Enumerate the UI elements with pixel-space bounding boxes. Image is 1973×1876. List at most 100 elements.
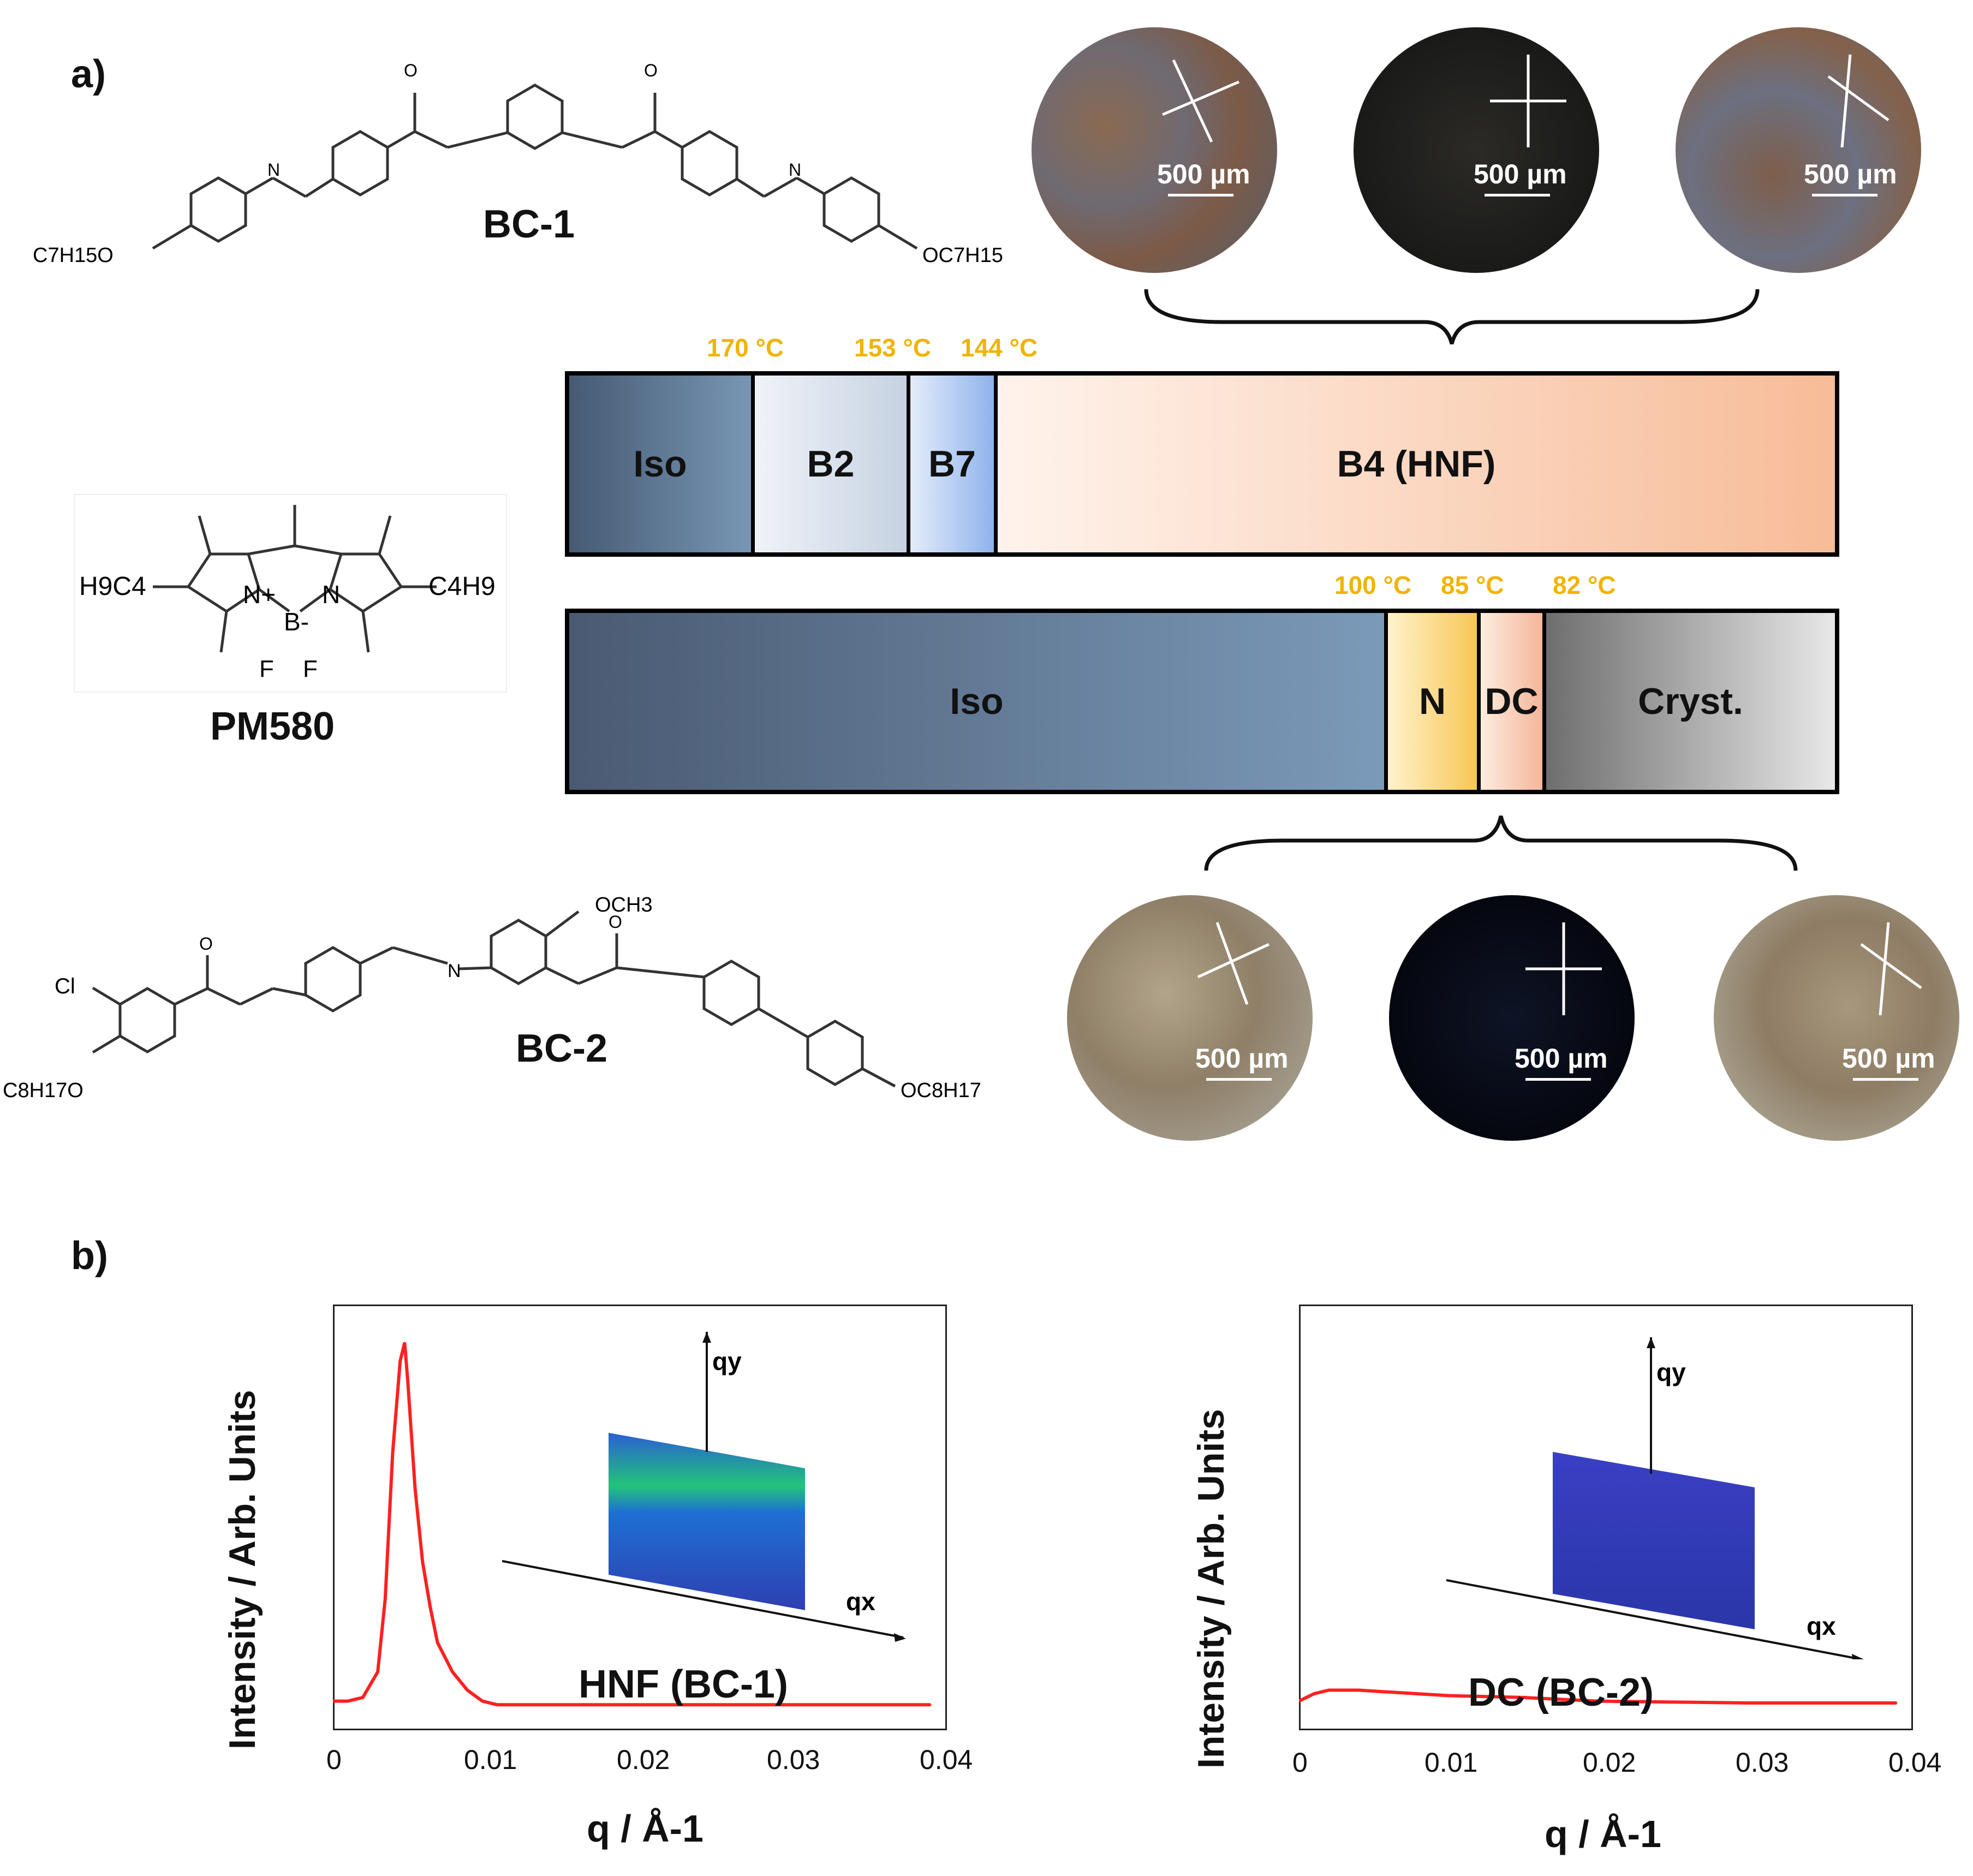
crossed-polarizer-icon: [1827, 54, 1889, 148]
saxs-left-data-point: [403, 1342, 406, 1344]
saxs-left-xlabel: q / Å-1: [587, 1807, 704, 1850]
bc2-scale-bar-1: [1206, 1078, 1272, 1081]
saxs-right-plot-frame: [1299, 1305, 1913, 1730]
bc2-right-chain: OC8H17: [901, 1079, 981, 1102]
crossed-polarizer-icon: [1490, 55, 1566, 147]
saxs-right-data-point: [1895, 1702, 1898, 1704]
crossed-polarizer-icon: [1162, 59, 1239, 143]
saxs-right-qx: qx: [1807, 1612, 1836, 1640]
bc2-seg-iso: Iso: [569, 613, 1388, 790]
pm580-b: B-: [284, 608, 309, 636]
bc1-o1: O: [404, 61, 418, 80]
crossed-polarizer-icon: [1525, 922, 1602, 1015]
bc1-phase-bar: Iso B2 B7 B4 (HNF): [565, 371, 1839, 557]
pm580-n: N: [322, 580, 340, 609]
bc2-structure: Cl C8H17O OC8H17 OCH3 N O O: [3, 894, 981, 1102]
saxs-right-xtick-4: 0.04: [1888, 1747, 1942, 1778]
saxs-left-data-point: [929, 1704, 932, 1706]
bc1-structure: O O N N C7H15O OC7H15: [33, 61, 1003, 267]
bottom-brace: [1204, 815, 1798, 871]
saxs-left-data-point: [377, 1671, 379, 1673]
saxs-right-data-point: [1597, 1700, 1599, 1702]
saxs-right-xtick-0: 0: [1292, 1747, 1308, 1778]
bc2-micrograph-3: [1714, 895, 1959, 1141]
pm580-structure: H9C4 C4H9 N+ N B- F F: [79, 505, 496, 682]
saxs-left-data-point: [437, 1641, 439, 1643]
pm580-left-chain: H9C4: [79, 572, 146, 601]
bc1-temp-1: 170 °C: [707, 333, 784, 362]
bc1-n2: N: [789, 160, 801, 180]
bc1-scale-bar-2: [1485, 194, 1550, 196]
bc1-name: BC-1: [483, 203, 575, 246]
saxs-left-data-point: [399, 1360, 401, 1362]
bc2-scale-bar-2: [1525, 1078, 1591, 1081]
bc2-n: N: [448, 961, 461, 981]
bc1-left-chain: C7H15O: [33, 244, 114, 267]
bc2-name: BC-2: [516, 1027, 608, 1070]
saxs-left-xtick-0: 0: [326, 1744, 342, 1775]
bc1-scale-3: 500 µm: [1804, 159, 1897, 189]
saxs-right-inset: qy qx: [1446, 1337, 1864, 1659]
saxs-left-data-point: [392, 1451, 394, 1454]
saxs-left-data-point: [466, 1689, 468, 1691]
bc2-seg-cryst: Cryst.: [1546, 613, 1835, 790]
saxs-left-ylabel: Intensity / Arb. Units: [222, 1390, 263, 1749]
saxs-left-qx: qx: [846, 1587, 875, 1616]
saxs-left-chart: [333, 1342, 932, 1707]
bc1-o2: O: [644, 61, 658, 80]
saxs-right-data-point: [1447, 1695, 1450, 1697]
saxs-left-plot-frame: [333, 1305, 947, 1730]
saxs-left-data-point: [407, 1378, 409, 1380]
saxs-left-data-point: [362, 1696, 364, 1699]
saxs-left-data-point: [333, 1700, 334, 1702]
saxs-left-data-point: [347, 1700, 349, 1702]
saxs-right-xtick-2: 0.02: [1583, 1747, 1636, 1778]
bc2-cl: Cl: [55, 974, 75, 998]
bc2-o1: O: [199, 934, 213, 954]
saxs-left-data-point: [451, 1671, 454, 1673]
saxs-right-data-point: [1328, 1689, 1330, 1691]
pm580-name: PM580: [210, 705, 335, 748]
saxs-right-ylabel: Intensity / Arb. Units: [1190, 1409, 1232, 1768]
pm580-right-chain: C4H9: [428, 572, 496, 601]
bc1-right-chain: OC7H15: [922, 244, 1003, 267]
bc2-left-chain: C8H17O: [3, 1079, 84, 1102]
bc2-temp-1: 100 °C: [1334, 571, 1412, 599]
saxs-left-data-point: [496, 1704, 498, 1706]
saxs-left-xtick-4: 0.04: [920, 1744, 973, 1775]
pm580-f1: F: [259, 656, 274, 682]
bc1-scale-2: 500 µm: [1474, 159, 1567, 189]
pm580-n-plus: N+: [243, 580, 276, 609]
bc2-temp-2: 85 °C: [1441, 571, 1504, 599]
panel-label-a: a): [71, 52, 106, 96]
bc2-temp-3: 82 °C: [1553, 571, 1616, 599]
saxs-left-xtick-1: 0.01: [464, 1744, 517, 1775]
saxs-left-xtick-2: 0.02: [617, 1744, 670, 1775]
panel-label-b: b): [71, 1234, 108, 1278]
bc2-scale-bar-3: [1853, 1078, 1918, 1081]
saxs-left-data-point: [414, 1488, 416, 1490]
saxs-right-chart: [1299, 1688, 1898, 1705]
saxs-right-data-point: [1387, 1691, 1390, 1693]
bc1-n1: N: [267, 160, 280, 180]
bc2-phase-bar: Iso N DC Cryst.: [565, 609, 1839, 794]
bc1-temp-3: 144 °C: [961, 333, 1038, 362]
bc2-scale-2: 500 µm: [1515, 1043, 1608, 1074]
bc1-micrograph-3: [1676, 27, 1921, 273]
saxs-left-data-point: [421, 1561, 424, 1563]
saxs-right-data-point: [1417, 1693, 1420, 1695]
bc1-scale-bar-1: [1168, 194, 1233, 196]
pm580-box: [74, 494, 507, 693]
bc1-seg-b2: B2: [755, 376, 910, 552]
saxs-right-xtick-3: 0.03: [1736, 1747, 1789, 1778]
saxs-left-series-line: [333, 1342, 931, 1707]
bc1-micrograph-1: [1032, 27, 1277, 273]
saxs-right-data-point: [1299, 1700, 1300, 1702]
saxs-left-data-point: [631, 1704, 633, 1706]
bc2-micrograph-2: [1389, 895, 1635, 1141]
saxs-left-data-point: [429, 1605, 431, 1607]
saxs-right-data-point: [1522, 1696, 1524, 1699]
saxs-right-data-point: [1358, 1689, 1360, 1691]
saxs-left-inset: qy qx: [502, 1332, 906, 1642]
crossed-polarizer-icon: [1860, 922, 1922, 1016]
